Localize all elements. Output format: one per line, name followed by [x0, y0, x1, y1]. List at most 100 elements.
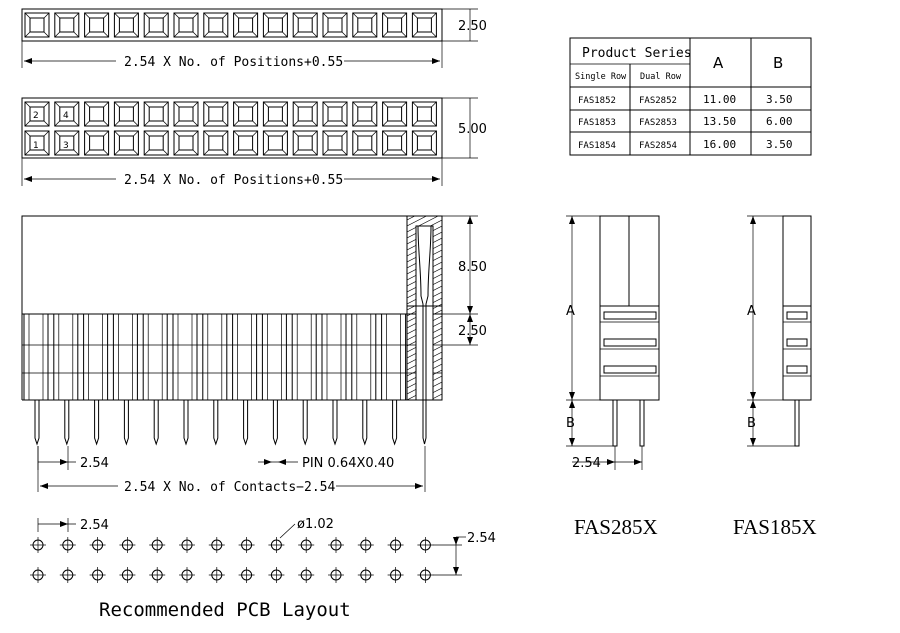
single-row-cells — [24, 12, 437, 38]
table-cell: FAS1854 — [578, 141, 616, 151]
pcb-hole-diameter: ø1.02 — [297, 517, 334, 532]
pin — [94, 400, 100, 446]
contact-cell — [352, 101, 378, 127]
table-col-single: Single Row — [575, 72, 627, 82]
pcb-hole — [179, 537, 195, 553]
pin — [422, 400, 427, 445]
pin — [243, 400, 249, 446]
pcb-hole — [238, 537, 255, 553]
profile-fas185x: A B FAS185X — [733, 215, 817, 539]
pcb-hole — [417, 537, 434, 553]
pin — [213, 400, 219, 446]
side-view-contacts — [23, 313, 427, 446]
contact-cell — [173, 130, 199, 156]
pin — [64, 400, 70, 446]
pin-number-1: 1 — [33, 141, 39, 151]
side-body-height-dim: 8.50 — [458, 260, 487, 275]
pin-number-3: 3 — [63, 141, 69, 151]
pcb-hole — [328, 537, 344, 553]
profile-185-label-a: A — [747, 304, 756, 319]
side-contact — [381, 313, 407, 446]
hatched-section — [406, 215, 443, 401]
contact-cell — [292, 12, 318, 38]
contact-cell — [143, 12, 169, 38]
pcb-hole — [59, 567, 76, 583]
contact-cell — [203, 101, 229, 127]
pcb-hole — [208, 537, 225, 553]
contact-cell — [262, 101, 288, 127]
side-contact — [172, 313, 198, 446]
contact-cell — [24, 12, 50, 38]
table-cell: 11.00 — [703, 93, 736, 106]
pcb-hole — [387, 537, 404, 553]
side-contact — [351, 313, 377, 446]
side-contact — [232, 313, 258, 446]
table-cell: 16.00 — [703, 138, 736, 151]
contact-cell — [113, 130, 139, 156]
pcb-hole — [30, 537, 46, 553]
contact-cell — [84, 12, 110, 38]
side-contact — [261, 313, 287, 446]
table-header: Product Series — [582, 46, 692, 61]
side-contact — [83, 313, 109, 446]
pin — [123, 400, 129, 446]
table-col-dual: Dual Row — [640, 72, 682, 82]
table-cell: 6.00 — [766, 115, 793, 128]
contact-cell — [24, 101, 50, 127]
pcb-hole — [59, 537, 76, 553]
contact-cell — [233, 101, 259, 127]
table-col-a: A — [713, 54, 724, 72]
pcb-hole — [149, 537, 166, 553]
table-cell: FAS2854 — [639, 141, 677, 151]
contact-cell — [84, 130, 110, 156]
dual-length-dim: 2.54 X No. of Positions+0.55 — [124, 173, 343, 188]
side-contact — [202, 313, 228, 446]
pcb-hole — [238, 567, 255, 583]
table-cell: FAS2852 — [639, 96, 677, 106]
pin — [153, 400, 159, 446]
pin-number-4: 4 — [63, 111, 69, 121]
product-series-table: Product Series Single Row Dual Row A B F… — [569, 37, 812, 156]
table-col-b: B — [773, 54, 783, 72]
pin — [272, 400, 278, 446]
contact-cell — [382, 12, 408, 38]
pcb-hole — [357, 537, 374, 553]
profile-285-pitch: 2.54 — [572, 456, 601, 471]
pcb-hole — [328, 567, 344, 583]
pcb-hole — [417, 567, 434, 583]
pin — [183, 400, 189, 446]
pcb-hole — [179, 567, 195, 583]
profile-185-label-b: B — [747, 416, 756, 431]
table-cell: 13.50 — [703, 115, 736, 128]
contact-cell — [113, 101, 139, 127]
contact-cell — [262, 12, 288, 38]
pcb-hole — [89, 567, 106, 583]
side-view: 8.50 2.50 2.54 PIN 0.64X0.40 2.54 X No. … — [21, 215, 487, 495]
pcb-pitch-y: 2.54 — [467, 531, 496, 546]
dual-row-cells — [24, 101, 437, 156]
contact-cell — [411, 12, 437, 38]
side-contact — [53, 313, 79, 446]
contact-cell — [203, 130, 229, 156]
pcb-holes — [30, 537, 434, 583]
contact-cell — [233, 12, 259, 38]
profile-285-label-a: A — [566, 304, 575, 319]
contact-cell — [411, 101, 437, 127]
contact-cell — [382, 130, 408, 156]
pcb-hole — [268, 567, 285, 583]
contact-cell — [233, 130, 259, 156]
pin — [392, 400, 398, 446]
contact-cell — [54, 130, 80, 156]
profile-285-name: FAS285X — [574, 515, 658, 539]
contact-cell — [322, 130, 348, 156]
side-contact — [291, 313, 317, 446]
pin — [302, 400, 308, 446]
table-cell: 3.50 — [766, 93, 793, 106]
contacts-length-dim: 2.54 X No. of Contacts−2.54 — [124, 480, 335, 495]
pcb-layout-title: Recommended PCB Layout — [99, 599, 351, 621]
contact-cell — [203, 12, 229, 38]
contact-cell — [143, 130, 169, 156]
pcb-hole — [119, 537, 136, 553]
side-pitch-dim: 2.54 — [80, 456, 109, 471]
pcb-hole — [357, 567, 374, 583]
